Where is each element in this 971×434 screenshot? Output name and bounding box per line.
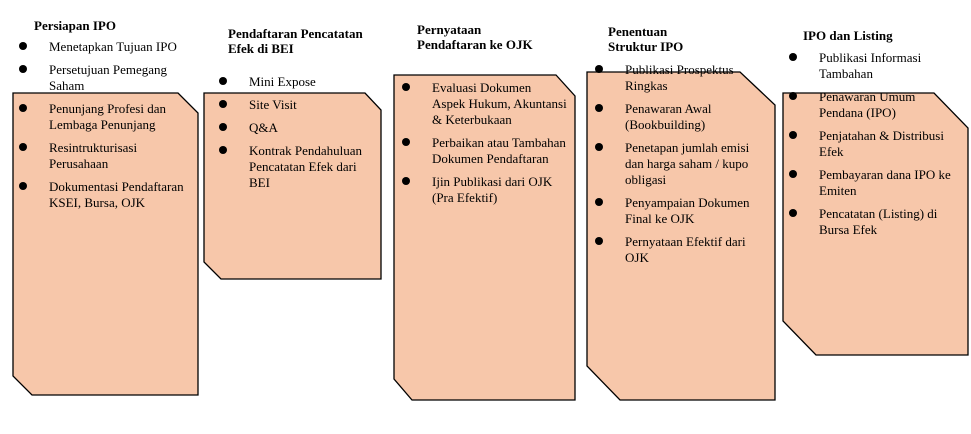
stage-list-persiapan-ipo: Menetapkan Tujuan IPO Persetujuan Pemega… (19, 39, 184, 218)
list-item: Q&A (219, 120, 377, 136)
list-item: Ijin Publikasi dari OJK (Pra Efektif) (402, 174, 567, 206)
bullet-icon (789, 92, 797, 100)
list-item: Penunjang Profesi dan Lembaga Penunjang (19, 101, 184, 133)
bullet-icon (402, 83, 410, 91)
stage-list-struktur-ipo: Publikasi Prospektus Ringkas Penawaran A… (595, 62, 770, 273)
list-item: Resintrukturisasi Perusahaan (19, 140, 184, 172)
bullet-icon (219, 123, 227, 131)
list-item: Penjatahan & Distribusi Efek (789, 128, 959, 160)
bullet-icon (789, 131, 797, 139)
bullet-icon (219, 146, 227, 154)
bullet-icon (19, 65, 27, 73)
list-item: Site Visit (219, 97, 377, 113)
bullet-icon (19, 104, 27, 112)
list-item: Publikasi Prospektus Ringkas (595, 62, 770, 94)
list-item: Kontrak Pendahuluan Pencatatan Efek dari… (219, 143, 377, 191)
list-item: Dokumentasi Pendaftaran KSEI, Bursa, OJK (19, 179, 184, 211)
bullet-icon (789, 170, 797, 178)
stage-list-ipo-listing: Publikasi Informasi Tambahan Penawaran U… (789, 50, 959, 245)
list-item: Menetapkan Tujuan IPO (19, 39, 184, 55)
stage-card-persiapan-ipo (12, 92, 199, 396)
list-item: Penawaran Awal (Bookbuilding) (595, 101, 770, 133)
stage-list-pendaftaran-bei: Mini Expose Site Visit Q&A Kontrak Penda… (219, 74, 377, 198)
bullet-icon (789, 209, 797, 217)
list-item: Penetapan jumlah emisi dan harga saham /… (595, 140, 770, 188)
stage-title-struktur-ipo: Penentuan Struktur IPO (608, 24, 684, 54)
bullet-icon (219, 77, 227, 85)
bullet-icon (19, 42, 27, 50)
bullet-icon (19, 182, 27, 190)
bullet-icon (402, 138, 410, 146)
bullet-icon (19, 143, 27, 151)
list-item: Perbaikan atau Tambahan Dokumen Pendafta… (402, 135, 567, 167)
bullet-icon (219, 100, 227, 108)
bullet-icon (595, 65, 603, 73)
list-item: Evaluasi Dokumen Aspek Hukum, Akuntansi … (402, 80, 567, 128)
list-item: Persetujuan Pemegang Saham (19, 62, 184, 94)
list-item: Publikasi Informasi Tambahan (789, 50, 959, 82)
stage-list-pernyataan-ojk: Evaluasi Dokumen Aspek Hukum, Akuntansi … (402, 80, 567, 213)
list-item: Pembayaran dana IPO ke Emiten (789, 167, 959, 199)
stage-card-pendaftaran-bei (203, 92, 382, 280)
stage-title-persiapan-ipo: Persiapan IPO (34, 18, 116, 33)
list-item: Pencatatan (Listing) di Bursa Efek (789, 206, 959, 238)
bullet-icon (789, 53, 797, 61)
stage-card-struktur-ipo (586, 71, 776, 401)
stage-title-pernyataan-ojk: Pernyataan Pendaftaran ke OJK (417, 22, 533, 52)
list-item: Pernyataan Efektif dari OJK (595, 234, 770, 266)
list-item: Penawaran Umum Pendana (IPO) (789, 89, 959, 121)
bullet-icon (595, 237, 603, 245)
list-item: Mini Expose (219, 74, 377, 90)
bullet-icon (402, 177, 410, 185)
stage-title-pendaftaran-bei: Pendaftaran Pencatatan Efek di BEI (228, 26, 363, 56)
bullet-icon (595, 198, 603, 206)
bullet-icon (595, 143, 603, 151)
stage-card-ipo-listing (782, 92, 969, 356)
stage-card-pernyataan-ojk (393, 74, 576, 401)
stage-title-ipo-listing: IPO dan Listing (803, 28, 893, 43)
bullet-icon (595, 104, 603, 112)
list-item: Penyampaian Dokumen Final ke OJK (595, 195, 770, 227)
